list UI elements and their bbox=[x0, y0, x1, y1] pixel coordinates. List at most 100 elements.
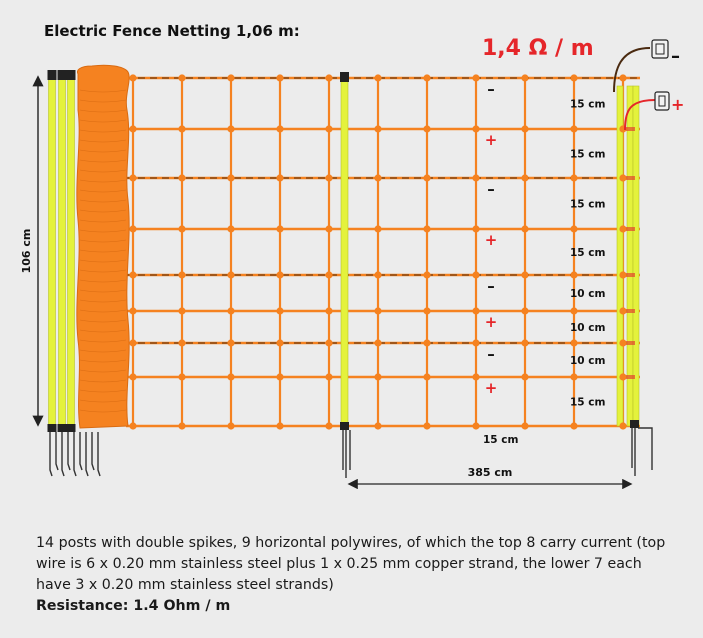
mesh-knot bbox=[374, 174, 382, 182]
mesh-knot bbox=[423, 74, 431, 82]
mesh-knot bbox=[570, 271, 578, 279]
mesh-knot bbox=[325, 271, 333, 279]
mesh-knot bbox=[325, 225, 333, 233]
rolled-netting-fold bbox=[79, 249, 127, 253]
mesh-knot bbox=[619, 74, 627, 82]
mesh-knot bbox=[276, 422, 284, 430]
mesh-knot bbox=[521, 271, 529, 279]
post-connector bbox=[625, 127, 635, 131]
rolled-netting-fold bbox=[79, 349, 127, 353]
mesh-knot bbox=[472, 373, 480, 381]
rolled-netting-fold bbox=[79, 159, 127, 163]
mesh-knot bbox=[374, 307, 382, 315]
ground-spike bbox=[67, 432, 71, 471]
post-connector bbox=[625, 341, 635, 345]
mesh-knot bbox=[619, 339, 627, 347]
mesh-knot bbox=[521, 373, 529, 381]
mesh-knot bbox=[619, 271, 627, 279]
post-distance-label: 385 cm bbox=[468, 466, 513, 479]
mesh-knot bbox=[521, 74, 529, 82]
mesh-knot bbox=[423, 271, 431, 279]
rolled-netting-fold bbox=[79, 259, 127, 263]
end-post bbox=[48, 75, 56, 429]
mesh-knot bbox=[276, 307, 284, 315]
rolled-netting-fold bbox=[79, 219, 127, 223]
rolled-netting-fold bbox=[79, 329, 127, 333]
mesh-knot bbox=[227, 225, 235, 233]
mesh-knot bbox=[374, 422, 382, 430]
mesh-knot bbox=[129, 74, 137, 82]
mesh-knot bbox=[129, 225, 137, 233]
rolled-netting-fold bbox=[79, 149, 127, 153]
mesh-knot bbox=[178, 422, 186, 430]
ground-spike bbox=[55, 432, 59, 471]
wire-spacing-label: 15 cm bbox=[570, 149, 605, 161]
mesh-knot bbox=[129, 271, 137, 279]
mesh-knot bbox=[619, 373, 627, 381]
mesh-knot bbox=[227, 422, 235, 430]
wire-spacing-label: 10 cm bbox=[570, 288, 605, 300]
post-cap bbox=[57, 70, 67, 80]
post-connector bbox=[625, 273, 635, 277]
mesh-knot bbox=[374, 373, 382, 381]
mesh-knot bbox=[472, 271, 480, 279]
end-post bbox=[67, 75, 75, 429]
rolled-netting-fold bbox=[79, 189, 127, 193]
polarity-plus: + bbox=[485, 313, 498, 331]
mesh-knot bbox=[472, 74, 480, 82]
mesh-knot bbox=[423, 125, 431, 133]
mesh-knot bbox=[276, 74, 284, 82]
rolled-netting-fold bbox=[79, 109, 127, 113]
mesh-knot bbox=[227, 307, 235, 315]
mesh-knot bbox=[374, 225, 382, 233]
description-block: 14 posts with double spikes, 9 horizonta… bbox=[36, 533, 676, 617]
post-foot bbox=[47, 424, 57, 432]
rolled-netting-fold bbox=[79, 229, 127, 233]
mesh-knot bbox=[521, 225, 529, 233]
mesh-knot bbox=[276, 125, 284, 133]
post-foot bbox=[630, 420, 639, 428]
negative-lead bbox=[613, 47, 651, 93]
mesh-knot bbox=[472, 422, 480, 430]
rolled-netting-fold bbox=[79, 139, 127, 143]
ground-spike bbox=[61, 432, 65, 477]
mesh-knot bbox=[325, 174, 333, 182]
terminal-inner bbox=[658, 95, 666, 107]
negative-terminal-icon bbox=[651, 39, 669, 59]
mesh-knot bbox=[472, 125, 480, 133]
ground-spike bbox=[85, 432, 89, 477]
mesh-knot bbox=[129, 307, 137, 315]
rolled-netting-fold bbox=[79, 269, 127, 273]
mesh-knot bbox=[521, 125, 529, 133]
post-cap bbox=[66, 70, 76, 80]
wire-spacing-label: 15 cm bbox=[570, 397, 605, 409]
mesh-knot bbox=[276, 373, 284, 381]
post-foot bbox=[66, 424, 76, 432]
polarity-minus: – bbox=[487, 277, 495, 295]
rolled-netting-fold bbox=[79, 399, 127, 403]
wire-spacing-label: 10 cm bbox=[570, 355, 605, 367]
polarity-minus: – bbox=[487, 345, 495, 363]
mesh-knot bbox=[521, 307, 529, 315]
mesh-knot bbox=[178, 225, 186, 233]
post-foot bbox=[57, 424, 67, 432]
mesh-knot bbox=[472, 307, 480, 315]
mesh-knot bbox=[227, 74, 235, 82]
mesh-knot bbox=[423, 174, 431, 182]
mesh-knot bbox=[178, 373, 186, 381]
mesh-knot bbox=[423, 339, 431, 347]
positive-terminal-icon bbox=[654, 91, 670, 111]
mesh-knot bbox=[521, 174, 529, 182]
ground-spike bbox=[73, 432, 77, 477]
wire-spacing-label: 15 cm bbox=[570, 247, 605, 259]
terminal-inner bbox=[655, 43, 665, 55]
mesh-knot bbox=[423, 373, 431, 381]
mesh-knot bbox=[325, 339, 333, 347]
mesh-knot bbox=[129, 373, 137, 381]
mesh-knot bbox=[178, 271, 186, 279]
rolled-netting-fold bbox=[79, 169, 127, 173]
mesh-knot bbox=[472, 174, 480, 182]
rolled-netting-fold bbox=[79, 99, 127, 103]
mesh-knot bbox=[521, 422, 529, 430]
